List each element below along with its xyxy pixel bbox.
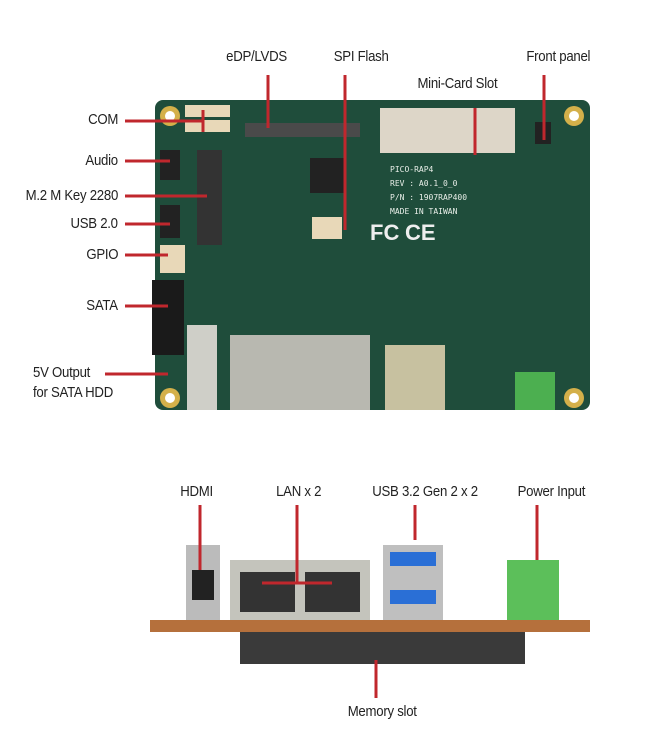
- label-sata: SATA: [86, 297, 119, 314]
- minicard-slot: [380, 108, 515, 153]
- label-audio: Audio: [85, 152, 119, 169]
- callout-lines: [105, 75, 546, 698]
- label-mini-card-slot: Mini-Card Slot: [417, 75, 498, 92]
- label-memory-slot: Memory slot: [347, 703, 417, 720]
- label-front-panel: Front panel: [526, 48, 591, 65]
- edp-connector: [245, 123, 360, 137]
- sata-connector: [152, 280, 184, 355]
- silkscreen-line: REV : A0.1_0_0: [390, 179, 458, 188]
- label-hdmi: HDMI: [180, 483, 213, 500]
- label-for-sata-hdd: for SATA HDD: [33, 384, 113, 401]
- silkscreen-line: P/N : 1907RAP400: [390, 193, 467, 202]
- label-m2: M.2 M Key 2280: [25, 187, 119, 204]
- label-usb2: USB 2.0: [70, 215, 119, 232]
- audio-header: [160, 150, 180, 180]
- silkscreen-line: PICO-RAP4: [390, 165, 434, 174]
- power-input-terminal: [507, 560, 559, 620]
- label-com: COM: [87, 111, 118, 128]
- memory-slot: [240, 632, 525, 664]
- fcc-mark: FC: [370, 220, 399, 245]
- side-board: [150, 545, 590, 664]
- hdmi-jack: [187, 325, 217, 410]
- com-connector: [185, 105, 230, 117]
- usb3-jack: [385, 345, 445, 410]
- lan-jack: [230, 335, 370, 410]
- label-5v-output: 5V Output: [33, 364, 91, 381]
- silkscreen-line: MADE IN TAIWAN: [390, 207, 458, 216]
- label-power-input: Power Input: [517, 483, 586, 500]
- label-usb3: USB 3.2 Gen 2 x 2: [372, 483, 478, 500]
- gpio-header: [160, 245, 185, 273]
- top-board: PICO-RAP4 REV : A0.1_0_0 P/N : 1907RAP40…: [152, 100, 590, 410]
- label-gpio: GPIO: [86, 246, 118, 263]
- power-terminal: [515, 372, 555, 410]
- ce-mark: CE: [405, 220, 436, 245]
- label-lan: LAN x 2: [276, 483, 322, 500]
- label-edp-lvds: eDP/LVDS: [226, 48, 287, 65]
- label-spi-flash: SPI Flash: [333, 48, 389, 65]
- usb2-header: [160, 205, 180, 238]
